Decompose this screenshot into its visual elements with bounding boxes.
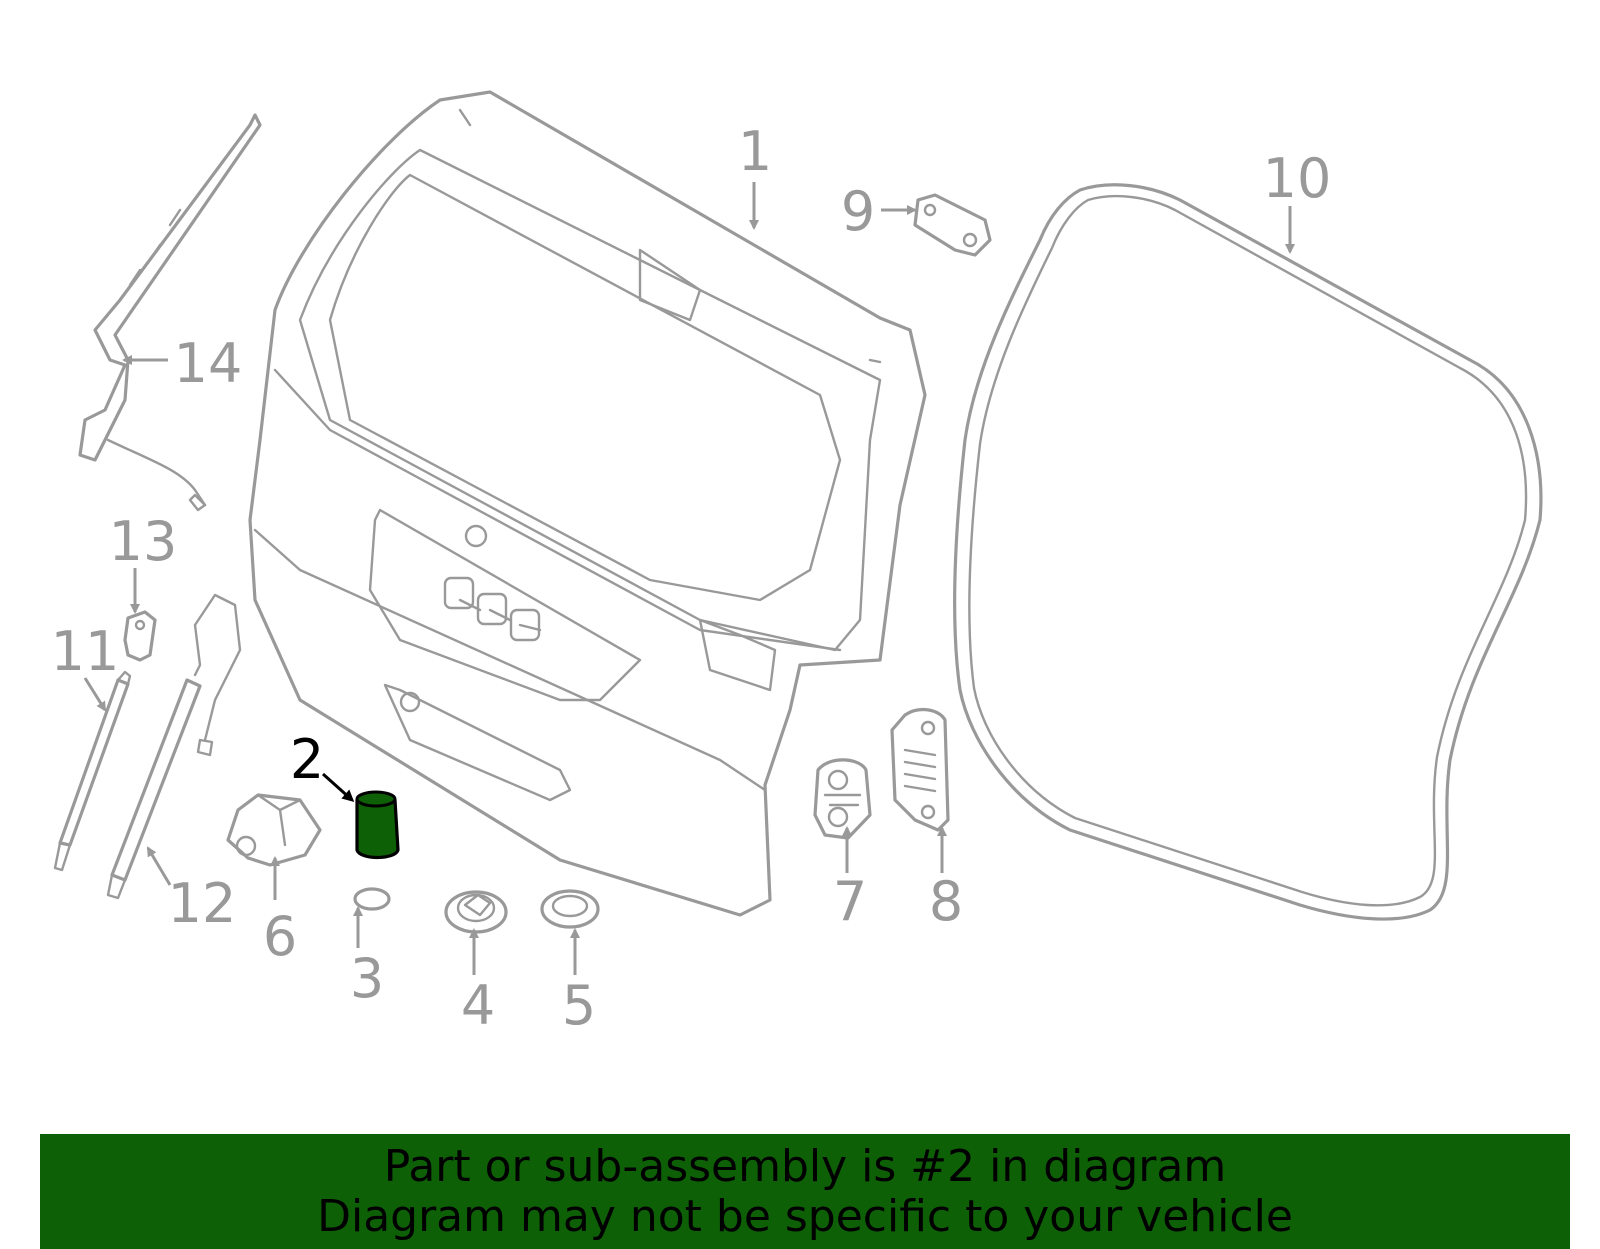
callout-2-selected: 2 <box>290 728 324 791</box>
part-14-wiring <box>78 113 262 512</box>
part-11-gas-strut <box>53 670 132 872</box>
callout-11: 11 <box>51 620 120 683</box>
part-4-grommet <box>444 890 508 934</box>
part-13-clip <box>123 610 157 662</box>
part-5-plug <box>540 889 600 929</box>
part-2-bumper <box>355 790 400 860</box>
callout-6: 6 <box>263 905 297 968</box>
part-3-ring <box>353 887 391 911</box>
part-6-actuator <box>226 793 322 867</box>
leader-lines <box>83 182 1295 975</box>
part-1-liftgate <box>248 90 927 917</box>
banner-line-1: Part or sub-assembly is #2 in diagram <box>383 1141 1227 1192</box>
callout-9: 9 <box>841 180 875 243</box>
part-12-power-strut <box>106 593 242 900</box>
callout-1: 1 <box>738 120 772 183</box>
callout-10: 10 <box>1263 147 1332 210</box>
part-10-weatherstrip <box>952 183 1543 921</box>
info-banner: Part or sub-assembly is #2 in diagram Di… <box>40 1134 1570 1249</box>
callout-4: 4 <box>461 974 495 1037</box>
callout-3: 3 <box>350 947 384 1010</box>
callout-13: 13 <box>109 510 178 573</box>
callout-14: 14 <box>174 332 243 395</box>
callout-8: 8 <box>929 870 963 933</box>
part-9-bracket <box>913 193 992 257</box>
callout-12: 12 <box>168 872 237 935</box>
part-7-housing <box>813 758 872 840</box>
callout-5: 5 <box>562 974 596 1037</box>
callout-7: 7 <box>833 870 867 933</box>
part-8-lamp <box>890 707 950 832</box>
banner-line-2: Diagram may not be specific to your vehi… <box>317 1191 1293 1242</box>
